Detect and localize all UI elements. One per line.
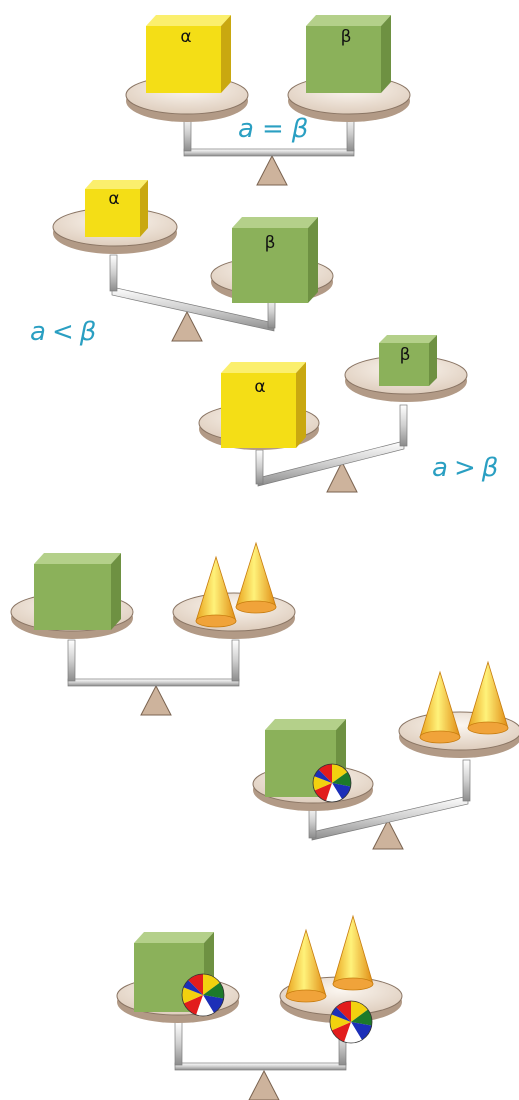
cone [195, 555, 237, 628]
beam [111, 286, 275, 332]
fulcrum [140, 684, 172, 716]
post-left [67, 639, 76, 682]
cone [235, 541, 277, 614]
beach-ball [312, 763, 352, 803]
fulcrum [256, 154, 288, 186]
scale-less-than: α β a<β [30, 180, 334, 347]
green-cube-beta: β [306, 15, 391, 93]
post-left [174, 1021, 183, 1066]
cone [332, 914, 374, 991]
fulcrum [372, 818, 404, 850]
fulcrum [326, 460, 358, 493]
scale-equal: α β a=β [125, 15, 411, 186]
beam [183, 148, 355, 157]
relation-greater-than: a>β [432, 453, 498, 483]
post-right [231, 639, 240, 682]
post-right [462, 759, 471, 802]
cube-label-alpha: α [254, 377, 265, 397]
cube-label-alpha: α [108, 189, 119, 209]
yellow-cube-alpha: α [85, 180, 148, 237]
fulcrum [171, 310, 203, 342]
post-right [399, 404, 408, 447]
cube-label-alpha: α [180, 27, 191, 47]
scale-cube-vs-cones [10, 541, 296, 716]
green-cube [34, 553, 121, 630]
beach-ball [329, 1000, 373, 1044]
scale-cube-ball-vs-cones-ball [116, 914, 403, 1100]
cube-label-beta: β [265, 233, 276, 253]
relation-less-than: a<β [30, 317, 96, 347]
green-cube-beta: β [232, 217, 318, 303]
scale-cube-ball-vs-cones [252, 660, 519, 850]
fulcrum [248, 1069, 280, 1100]
scale-greater-than: α β a>β [198, 335, 498, 493]
beach-ball [181, 973, 225, 1017]
yellow-cube-alpha: α [146, 15, 231, 93]
cone [285, 928, 327, 1003]
beam [174, 1062, 347, 1071]
cube-label-beta: β [400, 345, 411, 365]
cone [419, 670, 461, 744]
yellow-cube-alpha: α [221, 362, 306, 448]
beam [67, 678, 240, 687]
post-left [109, 254, 118, 292]
green-cube-beta: β [379, 335, 437, 386]
post-left [255, 449, 264, 485]
cube-label-beta: β [341, 27, 352, 47]
relation-equal: a=β [238, 114, 308, 144]
cone [467, 660, 509, 735]
